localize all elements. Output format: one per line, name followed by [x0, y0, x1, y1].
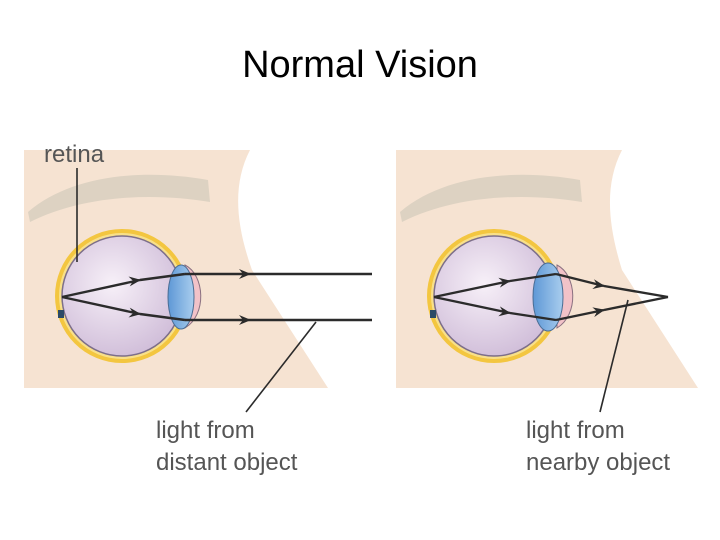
- light-rays-nearby: [433, 272, 669, 322]
- distant-label-line2: distant object: [156, 449, 298, 476]
- page-title: Normal Vision: [242, 44, 478, 86]
- nearby-vision-panel: light from nearby object: [396, 150, 698, 476]
- eyeball-left: [55, 229, 202, 363]
- eyebrow-right: [400, 174, 582, 222]
- nearby-label-line1: light from: [526, 417, 625, 444]
- optic-disc-right: [430, 310, 436, 318]
- lens-right: [532, 262, 564, 332]
- nearby-pointer-line: [599, 299, 629, 413]
- eyebrow-left: [28, 174, 210, 222]
- eyeball-right: [427, 229, 574, 363]
- optic-disc-left: [58, 310, 64, 318]
- distant-pointer-line: [245, 321, 317, 413]
- distant-label-line1: light from: [156, 417, 255, 444]
- nearby-label-line2: nearby object: [526, 449, 670, 476]
- retina-label: retina: [44, 141, 105, 168]
- light-rays-distant: [61, 269, 372, 325]
- lens-left: [167, 264, 195, 330]
- distant-vision-panel: retina light from distant object: [24, 141, 372, 476]
